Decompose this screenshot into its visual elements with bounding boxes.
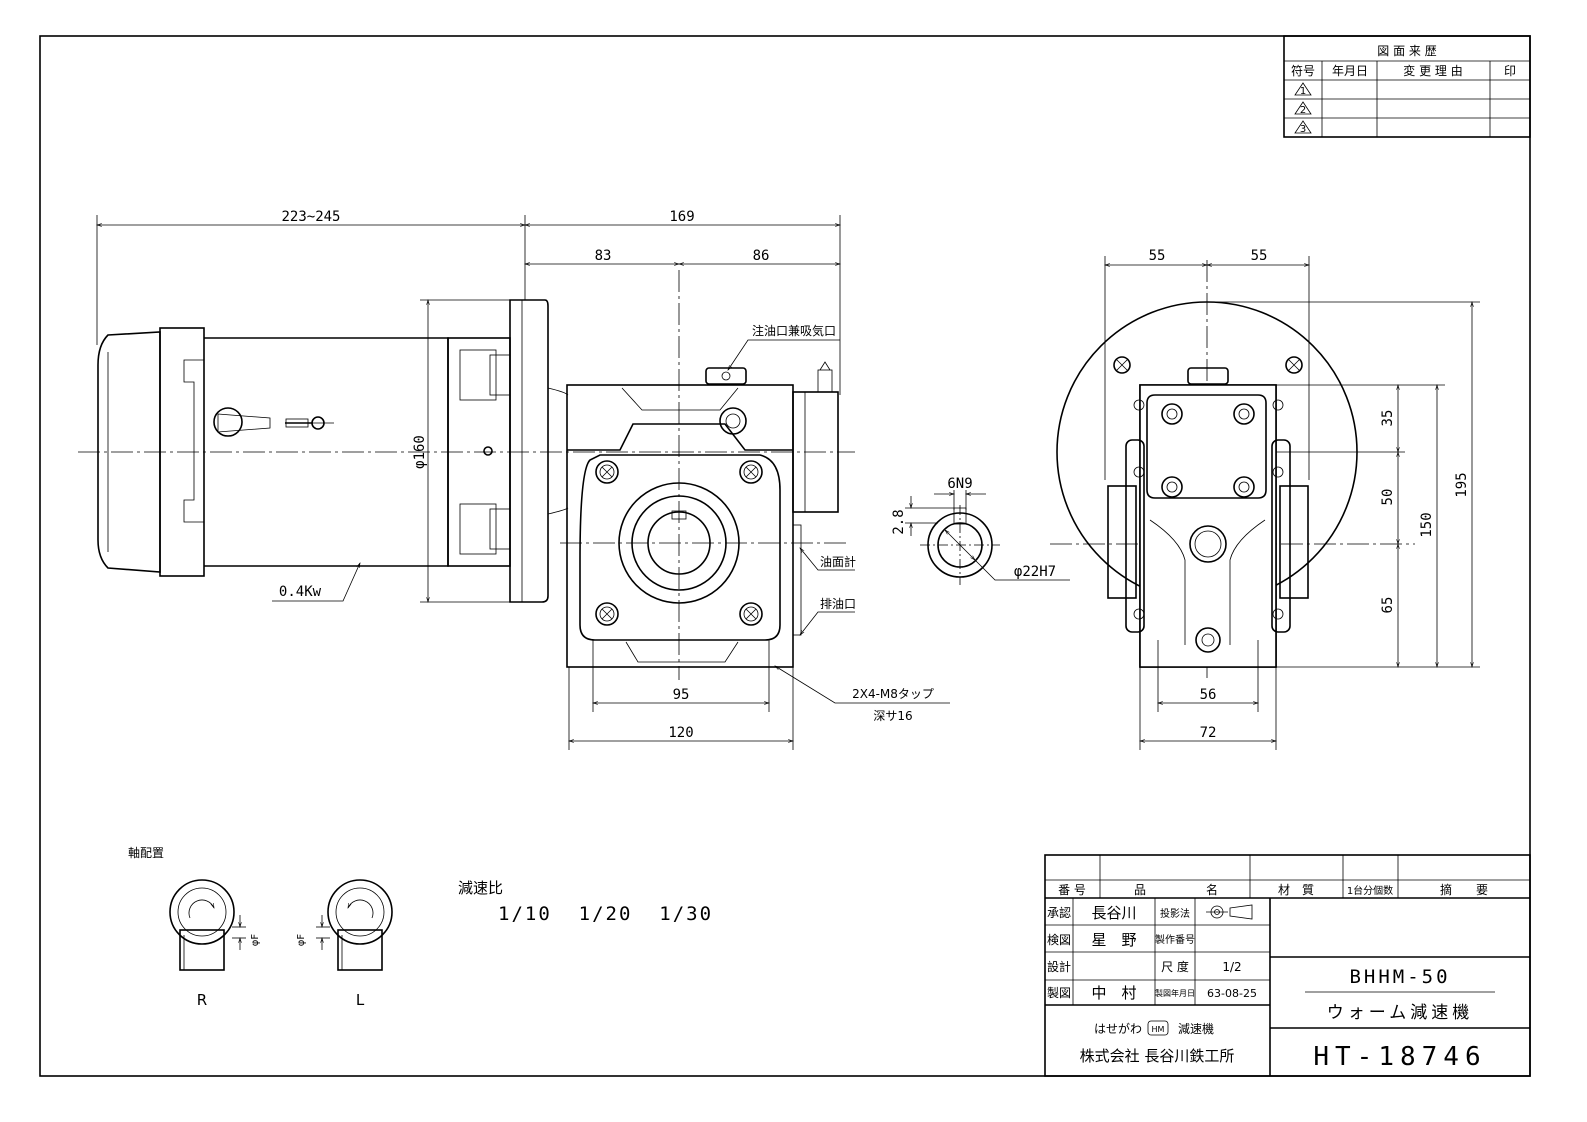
dim-right-half: 86 bbox=[753, 248, 770, 264]
label-oil-inlet: 注油口兼吸気口 bbox=[752, 323, 836, 338]
tb-check: 検図 bbox=[1047, 933, 1071, 947]
tb-approve-name: 長谷川 bbox=[1091, 904, 1136, 922]
sheet-border bbox=[39, 35, 1531, 1077]
label-oil-gauge: 油面計 bbox=[820, 554, 856, 569]
tb-design: 設計 bbox=[1047, 959, 1071, 974]
dim-key-depth: 2.8 bbox=[891, 509, 907, 534]
tb-company2: 株式会社 長谷川鉄工所 bbox=[1080, 1047, 1235, 1065]
tb-header-note: 摘 要 bbox=[1440, 882, 1488, 897]
revision-symbol-3: 3 bbox=[1294, 120, 1312, 135]
tb-draft-name: 中 村 bbox=[1091, 984, 1136, 1002]
dim-side-56: 56 bbox=[1200, 687, 1217, 703]
shaft-l-label: L bbox=[356, 991, 365, 1009]
tb-approve: 承認 bbox=[1047, 905, 1071, 920]
tb-date-label: 製図年月日 bbox=[1155, 988, 1195, 998]
motor-body bbox=[78, 299, 855, 603]
tb-product: ウォーム減速機 bbox=[1327, 1003, 1474, 1023]
tb-header-material: 材 質 bbox=[1278, 882, 1314, 897]
revision-table: 図 面 来 歴 符号 年月日 変 更 理 由 印 1 2 3 bbox=[1283, 35, 1531, 138]
dim-flange-dia: φ160 bbox=[412, 435, 428, 469]
label-power: 0.4Kw bbox=[279, 584, 322, 600]
revision-header-seal: 印 bbox=[1504, 64, 1516, 78]
svg-text:φF: φF bbox=[250, 934, 261, 947]
dim-side-35: 35 bbox=[1380, 410, 1396, 427]
tb-company1: はせがわ bbox=[1094, 1021, 1142, 1036]
label-oil-drain: 排油口 bbox=[820, 597, 856, 611]
reduction-title: 減速比 bbox=[458, 879, 503, 897]
dim-side-right: 55 bbox=[1251, 248, 1268, 264]
revision-header-symbol: 符号 bbox=[1291, 63, 1315, 78]
tb-mfg-no: 製作番号 bbox=[1155, 933, 1195, 946]
dim-side-left: 55 bbox=[1149, 248, 1166, 264]
title-block: 番 号 品 名 材 質 1台分個数 摘 要 承認 長谷川 投影法 検図 星 野 … bbox=[1044, 854, 1531, 1077]
tb-header-number: 番 号 bbox=[1058, 883, 1086, 897]
dim-key-width: 6N9 bbox=[947, 476, 972, 492]
revision-header-reason: 変 更 理 由 bbox=[1403, 63, 1462, 78]
svg-text:2: 2 bbox=[1300, 105, 1306, 116]
svg-text:φF: φF bbox=[296, 934, 307, 947]
tb-company1b: 減速機 bbox=[1178, 1021, 1214, 1036]
tb-scale-value: 1/2 bbox=[1222, 960, 1241, 974]
revision-symbol-1: 1 bbox=[1294, 82, 1312, 97]
tb-header-name1: 品 bbox=[1134, 883, 1146, 897]
dim-side-65: 65 bbox=[1380, 597, 1396, 614]
dim-gearbox-length: 169 bbox=[669, 209, 694, 225]
side-dimensions: 55 55 56 72 35 50 65 150 195 bbox=[1103, 248, 1480, 750]
svg-text:HM: HM bbox=[1152, 1025, 1165, 1034]
dim-base-120: 120 bbox=[668, 725, 693, 741]
tb-model: BHHM-50 bbox=[1349, 966, 1450, 988]
shaft-l-symbol: φF L bbox=[296, 879, 393, 1009]
tb-check-name: 星 野 bbox=[1091, 931, 1136, 949]
shaft-r-symbol: φF R bbox=[169, 879, 261, 1009]
dim-base-95: 95 bbox=[673, 687, 690, 703]
reduction-ratios: 1/10 1/20 1/30 bbox=[498, 903, 713, 925]
projection-symbol-icon bbox=[1206, 904, 1253, 920]
label-tap-depth: 深サ16 bbox=[873, 709, 912, 723]
revision-header-date: 年月日 bbox=[1332, 64, 1368, 78]
tb-header-qty: 1台分個数 bbox=[1347, 884, 1393, 897]
shaft-r-label: R bbox=[197, 991, 207, 1009]
tb-scale-label: 尺 度 bbox=[1161, 959, 1189, 974]
shaft-arrangement-title: 軸配置 bbox=[128, 846, 164, 860]
tb-drawing-no: HT-18746 bbox=[1313, 1042, 1486, 1072]
shaft-key-detail: 6N9 2.8 φ22H7 bbox=[891, 476, 1070, 585]
dim-side-150: 150 bbox=[1419, 512, 1435, 537]
tb-projection: 投影法 bbox=[1160, 907, 1190, 920]
revision-symbol-2: 2 bbox=[1294, 101, 1312, 116]
company-logo-icon: HM bbox=[1147, 1020, 1169, 1036]
dim-left-half: 83 bbox=[595, 248, 612, 264]
dim-side-50: 50 bbox=[1380, 489, 1396, 506]
shaft-arrangement: 軸配置 φF R φF L bbox=[128, 846, 393, 1009]
tb-header-name2: 名 bbox=[1206, 882, 1218, 897]
front-dimensions: 223~245 169 83 86 φ160 0.4Kw 95 120 2X4-… bbox=[95, 209, 950, 750]
tb-draft: 製図 bbox=[1047, 986, 1071, 1000]
svg-text:1: 1 bbox=[1300, 86, 1306, 97]
svg-text:3: 3 bbox=[1300, 124, 1306, 135]
dim-side-195: 195 bbox=[1454, 472, 1470, 497]
dim-motor-length: 223~245 bbox=[281, 209, 340, 225]
gearbox-front bbox=[560, 270, 850, 680]
dim-side-72: 72 bbox=[1200, 725, 1217, 741]
label-tap: 2X4-M8タップ bbox=[852, 687, 934, 701]
dim-bore: φ22H7 bbox=[1014, 564, 1056, 580]
tb-date-value: 63-08-25 bbox=[1207, 987, 1257, 1000]
revision-title: 図 面 来 歴 bbox=[1377, 44, 1436, 58]
